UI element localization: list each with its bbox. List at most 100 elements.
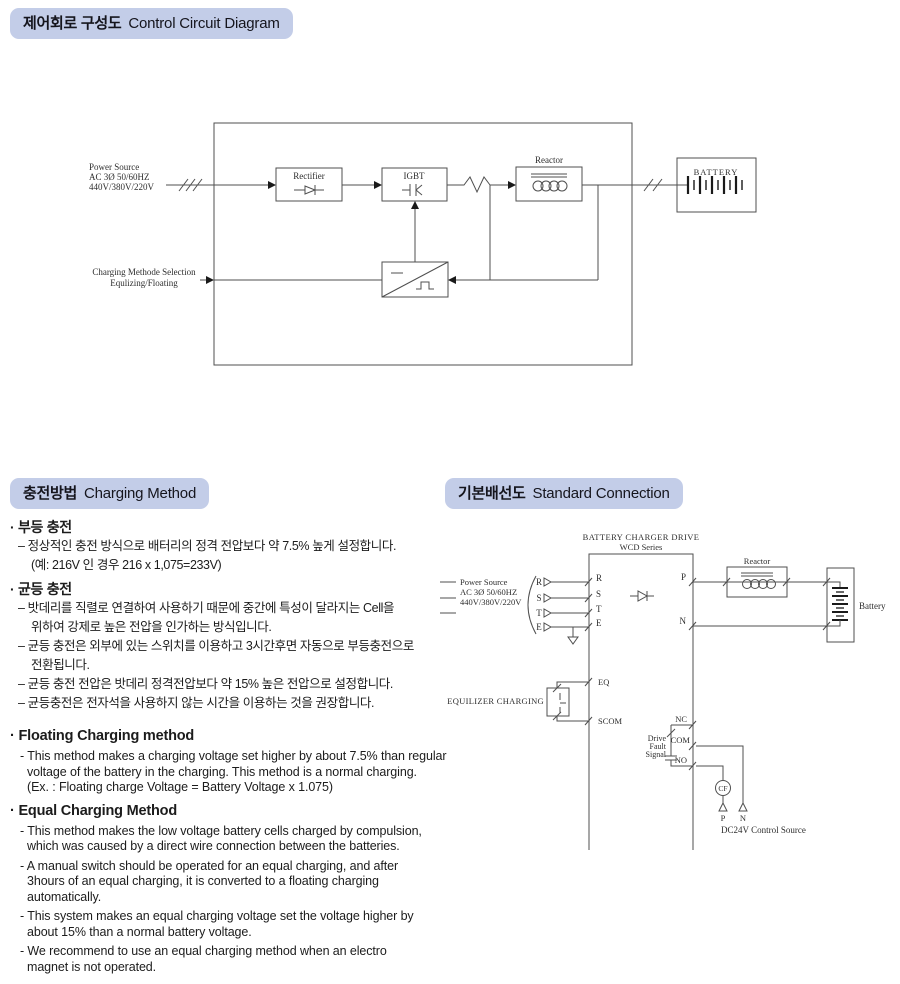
reactor-label: Reactor [744, 556, 771, 566]
terminal-slash-icon [584, 577, 593, 587]
fault-relay-contacts [665, 720, 697, 771]
text-line: – 균등충전은 전자석을 사용하지 않는 시간을 이용하는 것을 권장합니다. [18, 696, 375, 710]
text-line: 3hours of an equal charging, it is conve… [27, 874, 379, 888]
ac-input-wire [166, 178, 276, 192]
heading-floating-charging-en: · Floating Charging method [10, 728, 195, 744]
terminal-eq-label: EQ [598, 677, 609, 687]
terminal-slash-icon [584, 593, 593, 603]
heading-float-charge-ko: · 부등 충전 [10, 519, 72, 535]
text-line: 전환됩니다. [31, 658, 90, 672]
heading-equal-charging-en: · Equal Charging Method [10, 802, 177, 819]
title-english: Control Circuit Diagram [128, 15, 280, 32]
arrow-right-icon [508, 181, 516, 189]
text-line: 위하여 강제로 높은 전압을 인가하는 방식입니다. [31, 620, 272, 634]
connector-triangle-icon [718, 801, 728, 812]
text-line: automatically. [27, 889, 102, 904]
input-brace [527, 575, 537, 635]
terminal-p-label: P [681, 572, 686, 582]
power-source-label: AC 3Ø 50/60HZ [460, 587, 517, 597]
battery-block [826, 567, 855, 643]
title-korean: 기본배선도 [458, 485, 526, 502]
connector-triangle-icon [543, 593, 553, 603]
drive-fault-label: Signal [646, 750, 667, 759]
terminal-slash-icon [584, 608, 593, 618]
terminal-slash-icon [688, 621, 697, 631]
arrow-right-icon [268, 181, 276, 189]
resistor-icon [447, 176, 491, 194]
reactor-block [726, 566, 788, 598]
title-korean: 제어회로 구성도 [23, 15, 122, 32]
terminal-slash-icon [688, 720, 697, 730]
charging-method-text: · 부등 충전 – 정상적인 충전 방식으로 배터리의 정격 전압보다 약 7.… [10, 518, 450, 975]
terminal-slash-icon [688, 577, 697, 587]
power-source-label: Power Source [460, 577, 508, 587]
controller-block [381, 261, 449, 298]
text-line: voltage of the battery in the charging. … [27, 764, 417, 779]
text-line: (Ex. : Floating charge Voltage = Battery… [27, 780, 333, 794]
terminal-no-label: NO [675, 755, 687, 765]
control-circuit-title-badge: 제어회로 구성도 Control Circuit Diagram [10, 8, 293, 39]
charger-drive-box [588, 553, 694, 850]
p-wire [688, 577, 831, 587]
standard-connection-diagram: BATTERY CHARGER DRIVE WCD Series Power S… [440, 532, 886, 850]
text-line: about 15% than a normal battery voltage. [27, 924, 252, 939]
terminal-slash-icon [552, 683, 562, 693]
input-terminal-rows [440, 577, 593, 632]
gate-drive-wire [411, 201, 419, 262]
ground-icon [567, 627, 579, 645]
standard-connection-title-badge: 기본배선도 Standard Connection [445, 478, 683, 509]
arrow-left-icon [448, 276, 456, 284]
connector-triangle-icon [738, 801, 748, 812]
battery-label: BATTERY [694, 167, 739, 177]
text-line: – 밧데리를 직렬로 연결하여 사용하기 때문에 중간에 특성이 달라지는 Ce… [18, 601, 395, 615]
inductor-icon [741, 572, 776, 589]
terminal-t-inner-label: T [596, 604, 602, 614]
n-bottom-label: N [740, 813, 746, 823]
charging-method-title-badge: 충전방법 Charging Method [10, 478, 210, 509]
text-line: – 정상적인 충전 방식으로 배터리의 정격 전압보다 약 7.5% 높게 설정… [18, 539, 397, 553]
power-source-label: AC 3Ø 50/60HZ [89, 172, 150, 182]
drive-title: BATTERY CHARGER DRIVE [583, 532, 700, 542]
drive-fault-label: Fault [650, 742, 667, 751]
n-wire [688, 621, 831, 631]
connector-triangle-icon [543, 608, 553, 618]
terminal-scom-label: SCOM [598, 716, 623, 726]
power-source-label: Power Source [89, 162, 139, 172]
terminal-slash-icon [822, 621, 831, 631]
terminal-slash-icon [584, 716, 593, 726]
connector-triangle-icon [543, 622, 553, 632]
reactor-block [515, 166, 583, 202]
terminal-t-label: T [536, 608, 542, 618]
terminal-e-inner-label: E [596, 618, 602, 628]
title-english: Charging Method [84, 485, 197, 502]
text-line: – 균등 충전은 외부에 있는 스위치를 이용하고 3시간후면 자동으로 부등충… [18, 639, 414, 653]
terminal-r-inner-label: R [596, 573, 602, 583]
p-bottom-label: P [721, 813, 726, 823]
drive-fault-label: Drive [648, 734, 667, 743]
enclosure-box [213, 122, 633, 366]
text-line: - We recommend to use an equal charging … [20, 944, 387, 958]
text-line: - This method makes a charging voltage s… [20, 749, 447, 763]
battery-block [676, 157, 757, 213]
title-korean: 충전방법 [23, 485, 78, 502]
cf-lamp-icon [715, 780, 731, 796]
text-line: (예: 216V 인 경우 216 x 1,075=233V) [31, 558, 222, 572]
pulse-icon [416, 281, 434, 290]
igbt-label: IGBT [404, 171, 425, 181]
terminal-e-label: E [536, 622, 542, 632]
terminal-n-label: N [680, 616, 687, 626]
cf-label: CF [718, 784, 727, 793]
reactor-label: Reactor [535, 155, 563, 165]
title-english: Standard Connection [532, 485, 670, 502]
terminal-nc-label: NC [675, 714, 687, 724]
arrow-right-icon [206, 276, 214, 284]
charging-select-wire [200, 276, 382, 284]
diode-icon [294, 185, 324, 195]
power-source-label: 440V/380V/220V [89, 182, 155, 192]
fault-signal-wiring [696, 745, 748, 812]
dc-output-wire [582, 178, 677, 192]
terminal-slash-icon [688, 741, 697, 751]
text-line: which was caused by a direct wire connec… [27, 839, 400, 853]
dc24v-label: DC24V Control Source [721, 825, 806, 835]
battery-cells-icon [686, 176, 743, 194]
